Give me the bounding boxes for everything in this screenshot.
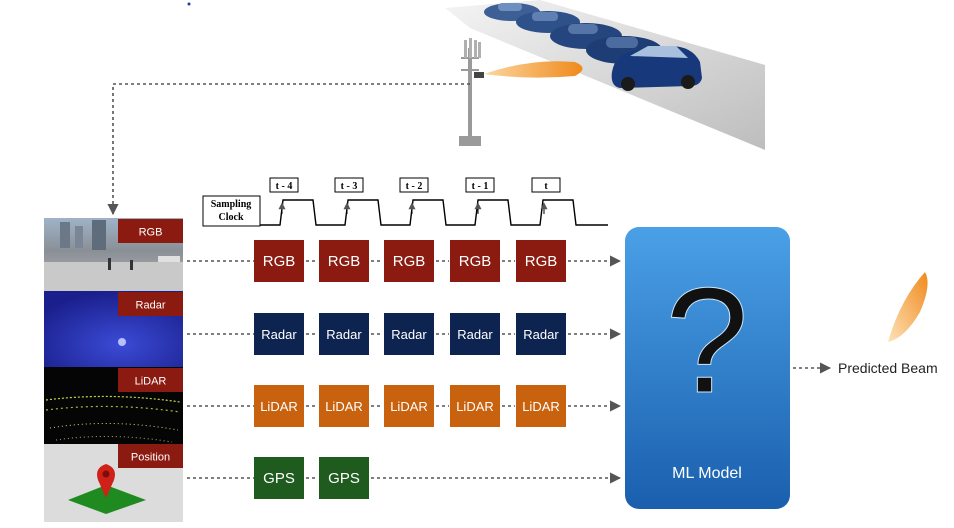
lidar-block-label: LiDAR [325, 399, 363, 414]
rgb-block-label: RGB [459, 253, 492, 270]
radar-block [319, 313, 369, 355]
time-step-label: t - 4 [276, 181, 293, 192]
time-step-box [531, 177, 561, 193]
rgb-block-label: RGB [263, 253, 296, 270]
time-step-box [399, 177, 429, 193]
decorative-dot [187, 2, 191, 6]
rgb-panel-tag [118, 219, 183, 243]
rgb-panel-label: RGB [139, 227, 163, 239]
time-step-box [269, 177, 299, 193]
lidar-block-label: LiDAR [390, 399, 428, 414]
lidar-block [254, 385, 304, 427]
beam-lobe [484, 61, 583, 78]
radar-block-label: Radar [523, 327, 559, 342]
position-panel-tag [118, 444, 183, 468]
sampling-clock-box [202, 195, 261, 227]
position-panel-label: Position [131, 452, 170, 464]
ml-model-label: ML Model [672, 465, 742, 482]
gps-block [254, 457, 304, 499]
lidar-block-label: LiDAR [456, 399, 494, 414]
gps-block-label: GPS [328, 470, 360, 487]
position-panel: Position [44, 444, 183, 522]
rgb-block-label: RGB [328, 253, 361, 270]
time-step-label: t [544, 181, 548, 192]
base-station-tower [459, 38, 484, 146]
ml-model-box [625, 227, 790, 509]
rgb-block-label: RGB [525, 253, 558, 270]
ml-model: ? ML Model [625, 227, 790, 509]
map-pin-icon [97, 464, 115, 498]
feedback-line [107, 83, 470, 216]
sampling-clock-label-line2: Clock [219, 212, 244, 223]
sampling-clock-label-line1: Sampling [211, 199, 252, 210]
modality-rows: RGB RGB RGB RGB RGB Radar Radar Radar Radar Radar… [187, 240, 622, 499]
lidar-block-label: LiDAR [522, 399, 560, 414]
radar-block-label: Radar [391, 327, 427, 342]
time-step-label: t - 3 [341, 181, 358, 192]
car-5 [611, 46, 702, 91]
radar-block [516, 313, 566, 355]
gps-block-label: GPS [263, 470, 295, 487]
question-mark-icon: ? [665, 256, 748, 424]
lidar-panel-tag [118, 368, 183, 392]
radar-block-label: Radar [326, 327, 362, 342]
time-step-labels: t - 4 t - 3 t - 2 t - 1 t [269, 177, 561, 214]
predicted-beam-lobe [888, 272, 928, 342]
clock-waveform [260, 199, 608, 226]
lidar-panel: LiDAR [44, 367, 183, 444]
road-scene [445, 0, 765, 150]
gps-block [319, 457, 369, 499]
rgb-block-label: RGB [393, 253, 426, 270]
rgb-block [254, 240, 304, 282]
radar-block-label: Radar [457, 327, 493, 342]
time-step-label: t - 1 [472, 181, 489, 192]
lidar-block [450, 385, 500, 427]
time-step-label: t - 2 [406, 181, 423, 192]
rgb-block [516, 240, 566, 282]
lidar-block [319, 385, 369, 427]
time-step-box [465, 177, 495, 193]
rgb-panel: RGB [44, 218, 183, 291]
lidar-block [384, 385, 434, 427]
radar-block [254, 313, 304, 355]
rgb-block [384, 240, 434, 282]
radar-panel-label: Radar [136, 300, 166, 312]
map-ground-plane [68, 485, 146, 514]
sampling-clock: Sampling Clock t - 4 t - 3 t - 2 t - 1 t [202, 177, 608, 227]
lidar-panel-label: LiDAR [135, 376, 167, 388]
rgb-block [450, 240, 500, 282]
input-panels: RGB Radar LiDAR Position [44, 218, 183, 522]
radar-block-label: Radar [261, 327, 297, 342]
lidar-block [516, 385, 566, 427]
road-surface [445, 0, 765, 150]
predicted-beam-label: Predicted Beam [838, 360, 938, 376]
radar-block [384, 313, 434, 355]
radar-panel: Radar [44, 291, 183, 367]
time-step-box [334, 177, 364, 193]
lidar-block-label: LiDAR [260, 399, 298, 414]
radar-panel-tag [118, 292, 183, 316]
rgb-block [319, 240, 369, 282]
radar-block [450, 313, 500, 355]
